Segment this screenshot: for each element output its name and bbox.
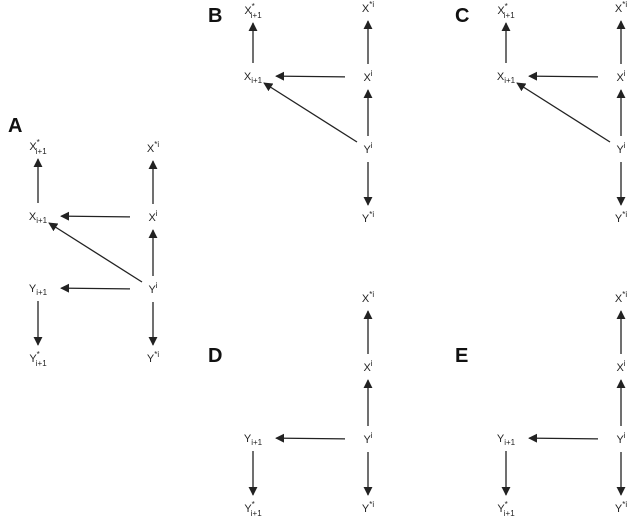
node-y-star-i-label: Y*i — [362, 210, 374, 225]
node-y-next-label: Yi+1 — [497, 433, 516, 447]
panel-label-d: D — [208, 345, 222, 367]
arrow-y-i-to-y-next — [528, 433, 599, 443]
arrow-y-i-to-x-next — [263, 82, 358, 143]
arrow-x-i-to-x-next — [528, 71, 599, 81]
arrow-x-i-to-x-next — [275, 71, 346, 81]
node-x-i-label: Xi — [363, 69, 372, 84]
node-x-star-next-label: X*i+1 — [244, 2, 262, 20]
node-x-star-i-label: X*i — [147, 140, 159, 155]
node-y-i-label: Yi — [363, 431, 372, 446]
node-y-star-next-label: Y*i+1 — [29, 350, 47, 368]
node-y-star-i-label: Y*i — [615, 210, 627, 225]
node-y-next-label: Yi+1 — [29, 283, 48, 297]
node-x-star-i-label: X*i — [615, 0, 627, 15]
node-y-i-label: Yi — [363, 141, 372, 156]
node-x-i-label: Xi — [363, 359, 372, 374]
node-y-star-next-label: Y*i+1 — [244, 500, 262, 518]
node-y-star-i-label: Y*i — [362, 500, 374, 515]
node-x-i-label: Xi — [616, 359, 625, 374]
arrow-y-i-to-y-next — [275, 433, 346, 443]
arrow-y-i-to-x-next — [516, 82, 611, 143]
node-x-next-label: Xi+1 — [244, 71, 263, 85]
arrow-y-i-to-x-next — [48, 222, 143, 283]
node-y-star-i-label: Y*i — [615, 500, 627, 515]
node-x-star-i-label: X*i — [362, 0, 374, 15]
node-x-star-next-label: X*i+1 — [497, 2, 515, 20]
node-y-star-next-label: Y*i+1 — [497, 500, 515, 518]
node-x-star-next-label: X*i+1 — [29, 138, 47, 156]
node-x-i-label: Xi — [616, 69, 625, 84]
node-y-next-label: Yi+1 — [244, 433, 263, 447]
node-y-i-label: Yi — [616, 431, 625, 446]
node-x-i-label: Xi — [148, 209, 157, 224]
node-y-star-i-label: Y*i — [147, 350, 159, 365]
panel-label-a: A — [8, 115, 22, 137]
node-x-next-label: Xi+1 — [497, 71, 516, 85]
node-y-i-label: Yi — [616, 141, 625, 156]
node-y-i-label: Yi — [148, 281, 157, 296]
node-x-star-i-label: X*i — [362, 290, 374, 305]
node-x-star-i-label: X*i — [615, 290, 627, 305]
node-x-next-label: Xi+1 — [29, 211, 48, 225]
panel-label-e: E — [455, 345, 468, 367]
panel-label-c: C — [455, 5, 469, 27]
arrow-x-i-to-x-next — [60, 211, 131, 221]
arrow-y-i-to-y-next — [60, 283, 131, 293]
panel-label-b: B — [208, 5, 222, 27]
